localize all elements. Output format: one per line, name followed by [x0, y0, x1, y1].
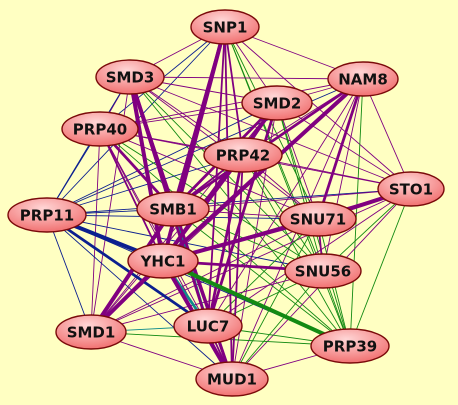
- edge-snu56-mud1: [231, 270, 324, 380]
- node-prp42[interactable]: PRP42: [203, 137, 283, 173]
- node-ellipse: [7, 197, 87, 233]
- node-label: SMB1: [149, 201, 197, 219]
- node-snu71[interactable]: SNU71: [279, 201, 357, 237]
- edge-smb1-prp39: [172, 208, 351, 347]
- node-label: SMD2: [253, 95, 302, 113]
- edge-snu71-mud1: [231, 218, 319, 380]
- node-ellipse: [377, 171, 445, 207]
- edge-prp40-luc7: [99, 128, 209, 327]
- node-ellipse: [279, 201, 357, 237]
- edge-smd3-yhc1: [128, 75, 165, 263]
- node-ellipse: [190, 9, 260, 45]
- node-label: PRP40: [73, 121, 127, 139]
- edge-prp40-snu56: [99, 128, 324, 272]
- edge-sto1-smd1: [90, 188, 412, 333]
- node-label: MUD1: [207, 371, 257, 389]
- edge-prp42-luc7: [206, 153, 245, 328]
- node-label: NAM8: [338, 71, 388, 89]
- node-ellipse: [310, 328, 390, 364]
- node-label: SMD1: [67, 324, 116, 342]
- node-mud1[interactable]: MUD1: [195, 361, 269, 397]
- node-ellipse: [61, 111, 139, 147]
- node-label: YHC1: [140, 253, 186, 271]
- node-ellipse: [136, 191, 210, 227]
- edge-prp11-smd1: [46, 214, 92, 333]
- node-snu56[interactable]: SNU56: [284, 253, 362, 289]
- node-ellipse: [327, 61, 399, 97]
- node-ellipse: [195, 361, 269, 397]
- edge-prp42-prp39: [242, 154, 351, 347]
- node-snp1[interactable]: SNP1: [190, 9, 260, 45]
- edge-nam8-sto1: [362, 78, 412, 190]
- node-smb1[interactable]: SMB1: [136, 191, 210, 227]
- edge-smd3-nam8: [129, 76, 364, 80]
- edge-prp11-mud1: [46, 214, 233, 380]
- edge-snu71-smd1: [90, 218, 319, 333]
- edge-sto1-prp39: [349, 188, 412, 347]
- node-label: PRP11: [20, 207, 74, 225]
- edge-prp42-snp1: [224, 26, 244, 156]
- edge-yhc1-smd2: [161, 101, 279, 263]
- node-prp39[interactable]: PRP39: [310, 328, 390, 364]
- node-label: PRP39: [323, 338, 377, 356]
- node-ellipse: [55, 314, 127, 350]
- node-ellipse: [284, 253, 362, 289]
- node-label: SNU71: [290, 211, 346, 229]
- node-prp40[interactable]: PRP40: [61, 111, 139, 147]
- node-smd3[interactable]: SMD3: [95, 59, 165, 95]
- edge-smb1-smd3: [128, 75, 175, 211]
- node-label: SNU56: [295, 263, 351, 281]
- node-nam8[interactable]: NAM8: [327, 61, 399, 97]
- edge-snu71-nam8: [316, 77, 365, 221]
- node-sto1[interactable]: STO1: [377, 171, 445, 207]
- edge-nam8-luc7: [207, 78, 364, 327]
- edge-sto1-smb1: [172, 188, 412, 210]
- edge-yhc1-prp39: [161, 259, 352, 348]
- edge-snp1-prp39: [224, 26, 351, 347]
- node-luc7[interactable]: LUC7: [173, 308, 243, 344]
- node-label: PRP42: [216, 147, 270, 165]
- node-smd2[interactable]: SMD2: [241, 85, 313, 121]
- node-label: SNP1: [203, 19, 248, 37]
- node-ellipse: [241, 85, 313, 121]
- node-ellipse: [173, 308, 243, 344]
- edge-smd2-snu71: [276, 102, 319, 220]
- node-label: STO1: [389, 181, 433, 199]
- edge-nam8-prp39: [349, 78, 364, 347]
- edge-prp11-luc7: [45, 213, 210, 328]
- node-label: LUC7: [187, 318, 230, 336]
- node-ellipse: [127, 243, 199, 279]
- edge-snu71-luc7: [207, 218, 319, 327]
- node-yhc1[interactable]: YHC1: [127, 243, 199, 279]
- node-smd1[interactable]: SMD1: [55, 314, 127, 350]
- node-label: SMD3: [106, 69, 155, 87]
- node-prp11[interactable]: PRP11: [7, 197, 87, 233]
- node-ellipse: [203, 137, 283, 173]
- edge-smd3-sto1: [129, 76, 412, 190]
- node-ellipse: [95, 59, 165, 95]
- edge-prp40-smd1: [90, 128, 101, 333]
- edge-smd2-sto1: [276, 102, 412, 190]
